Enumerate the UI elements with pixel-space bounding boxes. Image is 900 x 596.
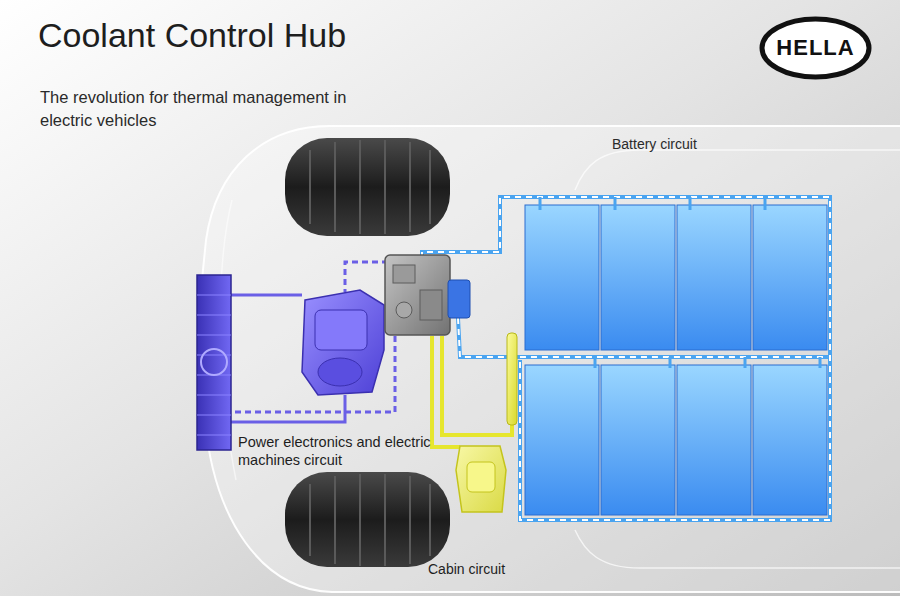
- coolant-pipe: [422, 197, 830, 520]
- power-circuit: [197, 262, 395, 450]
- front-wheels: [285, 138, 450, 567]
- wheel: [285, 472, 450, 567]
- label-wrap: The revolution for thermal management in…: [40, 86, 370, 132]
- circuit-label: Battery circuit: [612, 136, 697, 153]
- car-outline: [200, 126, 900, 592]
- heater-core: [467, 462, 495, 492]
- tread: [310, 140, 430, 234]
- logo-oval-shape: [762, 19, 869, 77]
- inverter: [315, 310, 367, 350]
- label-wrap: Cabin circuit: [428, 561, 505, 578]
- hub-valve: [420, 290, 442, 320]
- battery-module: [601, 205, 675, 350]
- cabin-heat-exchanger: [507, 333, 517, 425]
- label-wrap: Battery circuit: [612, 136, 697, 153]
- roof-line: [575, 530, 900, 568]
- hub-housing: [385, 255, 450, 335]
- battery-module: [753, 205, 827, 350]
- battery-module: [753, 365, 827, 515]
- radiator-fins: [197, 295, 231, 435]
- coolant-flow: [422, 197, 830, 520]
- title: Coolant Control Hub: [38, 16, 346, 55]
- electric-motor: [302, 290, 384, 395]
- coolant-pipe: [432, 336, 512, 447]
- car-body: [200, 126, 900, 592]
- circuit-label: Cabin circuit: [428, 561, 505, 578]
- battery-circuit: [422, 197, 830, 520]
- title-wrap: Coolant Control Hub: [38, 16, 346, 55]
- coolant-pipe: [345, 262, 388, 292]
- battery-module: [601, 365, 675, 515]
- hub-port: [396, 302, 412, 318]
- battery-module: [677, 365, 751, 515]
- wheel: [285, 138, 450, 236]
- battery-module: [525, 365, 599, 515]
- tread: [310, 474, 430, 566]
- cabin-circuit: [432, 333, 517, 512]
- circuit-label: Power electronics and electric machines …: [238, 433, 438, 469]
- brand-logo: HELLA: [759, 16, 872, 80]
- radiator-fan: [201, 349, 227, 375]
- battery-module: [525, 205, 599, 350]
- logo-text: HELLA: [776, 36, 854, 60]
- hub-valve: [393, 265, 415, 283]
- module-connector: [540, 197, 820, 368]
- roof-line: [575, 150, 900, 190]
- battery-modules: [525, 205, 827, 515]
- coolant-control-hub: [385, 255, 470, 335]
- radiator: [197, 275, 231, 450]
- pump: [448, 280, 470, 318]
- cabin-heater: [456, 446, 506, 512]
- label-wrap: Power electronics and electric machines …: [238, 433, 438, 469]
- motor-housing: [318, 358, 362, 386]
- subtitle: The revolution for thermal management in…: [40, 86, 370, 132]
- battery-module: [677, 205, 751, 350]
